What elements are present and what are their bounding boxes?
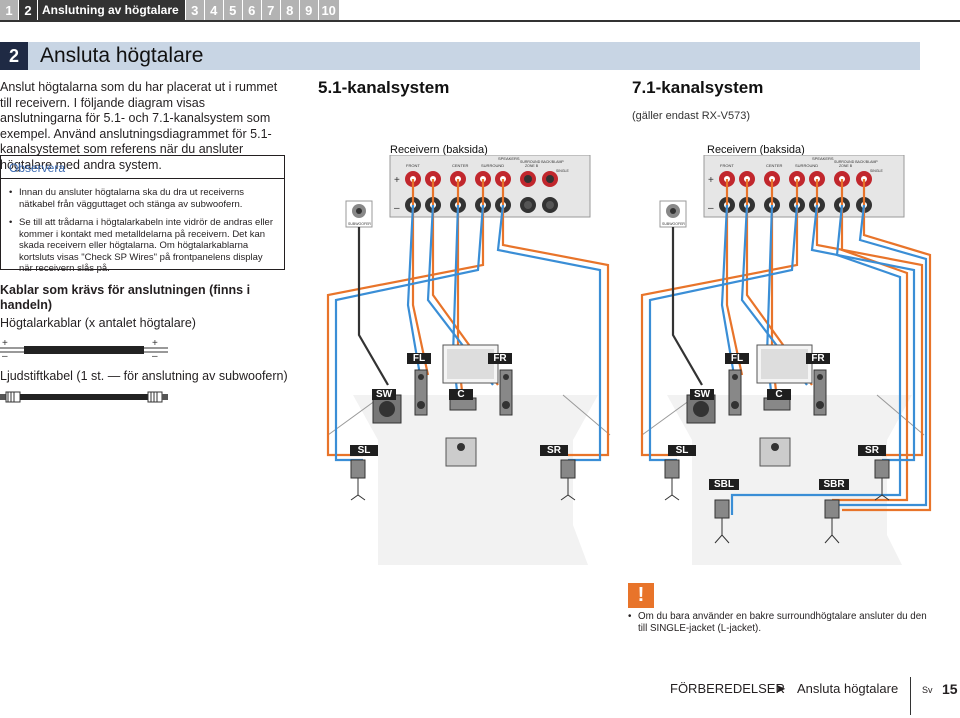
svg-text:–: –	[394, 203, 400, 214]
label-sr-71: SR	[858, 445, 886, 456]
panel-center-label: CENTER	[766, 163, 783, 168]
label-sl-71: SL	[668, 445, 696, 456]
listener-51	[445, 437, 477, 467]
diagram-51-receiver-label: Receivern (baksida)	[390, 144, 488, 156]
speaker-fr-51	[499, 369, 513, 416]
observera-box: Observera Innan du ansluter högtalarna s…	[0, 155, 285, 274]
section-header: 2 Ansluta högtalare	[0, 42, 920, 70]
sub-cable-text: Ljudstiftkabel (1 st. — för anslutning a…	[0, 369, 288, 383]
footer-page-title[interactable]: Ansluta högtalare	[797, 681, 899, 696]
panel-sb-label: SURROUND BACK/BI-AMP	[520, 160, 564, 164]
speaker-sl-51	[350, 459, 366, 501]
speaker-fr-71	[813, 369, 827, 416]
cables-heading: Kablar som krävs för anslutningen (finns…	[0, 283, 251, 312]
label-fl-51: FL	[407, 353, 431, 364]
intro-text: Anslut högtalarna som du har placerat ut…	[0, 80, 278, 172]
panel-surround-label: SURROUND	[795, 163, 818, 168]
panel-surround-label: SURROUND	[481, 163, 504, 168]
diagram-71-receiver-label: Receivern (baksida)	[707, 144, 805, 156]
listener-71	[759, 437, 791, 467]
tab-7[interactable]: 7	[261, 0, 280, 20]
panel-center-label: CENTER	[452, 163, 469, 168]
speaker-fl-71	[728, 369, 742, 416]
tab-3[interactable]: 3	[185, 0, 204, 20]
diagram-51: FRONT CENTER SURROUND SPEAKERS SURROUND …	[326, 155, 611, 565]
speaker-sbl-71	[714, 499, 730, 544]
label-fr-51: FR	[488, 353, 512, 364]
panel-zoneb-label: ZONE B	[525, 164, 539, 168]
svg-text:–: –	[2, 351, 8, 360]
label-c-51: C	[449, 389, 473, 400]
observera-item: Se till att trådarna i högtalarkabeln in…	[9, 217, 279, 275]
label-sw-51: SW	[372, 389, 396, 400]
svg-text:+: +	[2, 338, 8, 349]
label-fr-71: FR	[806, 353, 830, 364]
tab-2[interactable]: 2	[19, 0, 37, 20]
chapter-tabs: 1 2 Anslutning av högtalare 3 4 5 6 7 8 …	[0, 0, 340, 20]
speaker-cable-text: Högtalarkablar (x antalet högtalare)	[0, 316, 196, 330]
diagram-71: FRONT CENTER SURROUND SPEAKERS SURROUND …	[640, 155, 932, 565]
panel-subwoofer-label: SUBWOOFER	[348, 222, 371, 226]
observera-item: Innan du ansluter högtalarna ska du dra …	[9, 187, 279, 210]
footer-divider	[910, 677, 911, 715]
panel-sb-label: SURROUND BACK/BI-AMP	[834, 160, 878, 164]
diagram-71-title: 7.1-kanalsystem	[632, 78, 764, 97]
panel-front-label: FRONT	[406, 163, 420, 168]
tab-4[interactable]: 4	[204, 0, 223, 20]
label-sw-71: SW	[690, 389, 714, 400]
section-title: Ansluta högtalare	[40, 44, 204, 67]
panel-subwoofer-label: SUBWOOFER	[662, 222, 685, 226]
footer-page-number: 15	[942, 681, 958, 697]
section-number: 2	[0, 42, 28, 70]
observera-divider	[1, 178, 284, 179]
svg-text:+: +	[708, 175, 714, 186]
tab-active-title[interactable]: Anslutning av högtalare	[38, 0, 185, 20]
diagram-51-title: 5.1-kanalsystem	[318, 78, 450, 97]
tab-underline	[0, 20, 960, 22]
svg-text:+: +	[152, 338, 158, 349]
svg-text:–: –	[152, 351, 158, 360]
terminals-top-71	[719, 171, 872, 187]
footer-arrow-icon: ➤	[775, 681, 786, 696]
warning-text: Om du bara använder en bakre surroundhög…	[628, 611, 928, 635]
pin-cable-icon	[0, 391, 168, 403]
panel-front-label: FRONT	[720, 163, 734, 168]
speaker-sr-51	[560, 459, 576, 501]
footer-chapter[interactable]: FÖRBEREDELSER	[670, 681, 785, 696]
label-c-71: C	[767, 389, 791, 400]
warning-icon: !	[628, 583, 654, 608]
panel-single-label: SINGLE	[870, 169, 884, 173]
panel-speakers-label: SPEAKERS	[498, 156, 520, 161]
speaker-cable-icon: + – + –	[0, 338, 168, 360]
panel-speakers-label: SPEAKERS	[812, 156, 834, 161]
tab-1[interactable]: 1	[0, 0, 18, 20]
speaker-fl-51	[414, 369, 428, 416]
panel-zoneb-label: ZONE B	[839, 164, 853, 168]
observera-list: Innan du ansluter högtalarna ska du dra …	[9, 187, 279, 282]
tab-8[interactable]: 8	[280, 0, 299, 20]
svg-text:+: +	[394, 175, 400, 186]
label-sbl-71: SBL	[709, 479, 739, 490]
diagram-71-note: (gäller endast RX-V573)	[632, 110, 751, 122]
speaker-sbr-71	[824, 499, 840, 544]
svg-text:–: –	[708, 203, 714, 214]
tab-10[interactable]: 10	[318, 0, 339, 20]
panel-single-label: SINGLE	[556, 169, 570, 173]
speaker-sl-71	[664, 459, 680, 501]
tab-6[interactable]: 6	[242, 0, 261, 20]
label-fl-71: FL	[725, 353, 749, 364]
label-sl-51: SL	[350, 445, 378, 456]
label-sr-51: SR	[540, 445, 568, 456]
tab-5[interactable]: 5	[223, 0, 242, 20]
footer-lang: Sv	[922, 685, 933, 695]
speaker-sr-71	[874, 459, 890, 501]
tab-9[interactable]: 9	[299, 0, 318, 20]
label-sbr-71: SBR	[819, 479, 849, 490]
observera-heading: Observera	[9, 161, 66, 175]
